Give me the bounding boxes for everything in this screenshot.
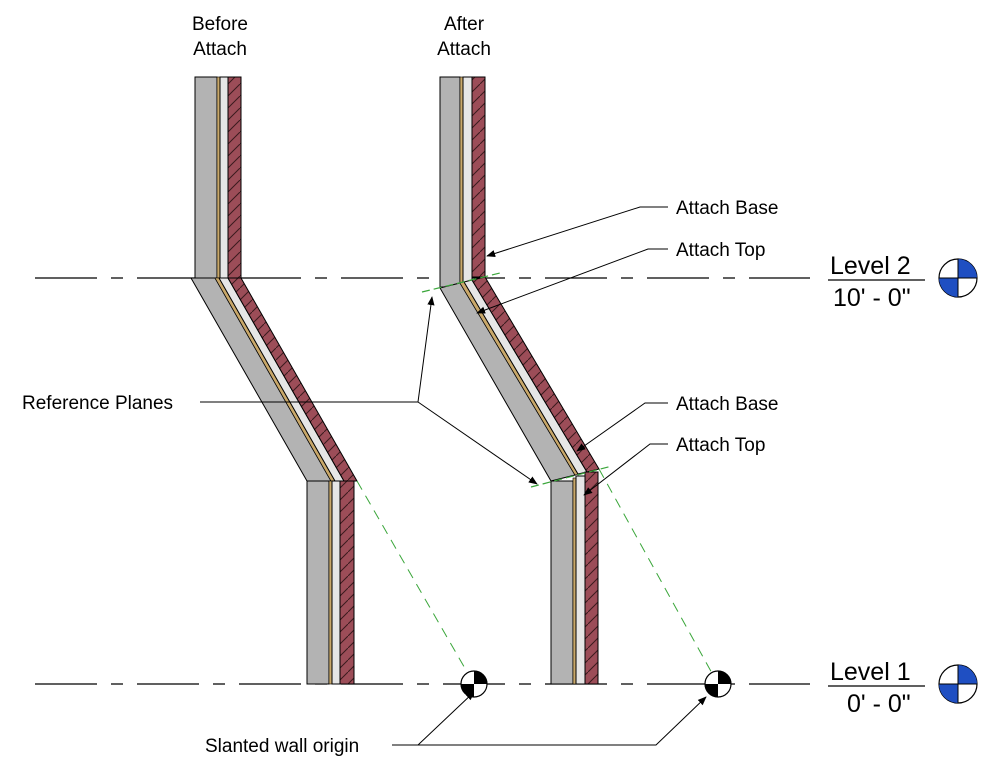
wall-before-slanted-segment xyxy=(190,277,358,482)
level-head-icon xyxy=(938,664,978,704)
level-1-name: Level 1 xyxy=(830,658,911,686)
wall-after-lower-segment xyxy=(550,471,599,685)
wall-after-attach xyxy=(421,76,719,685)
level-2-head: Level 2 10' - 0" xyxy=(828,252,978,312)
level-1-elevation: 0' - 0" xyxy=(847,690,911,718)
level-2-elevation: 10' - 0" xyxy=(833,284,911,312)
heading-after-line2: Attach xyxy=(437,39,491,60)
callout-attach-top-upper: Attach Top xyxy=(676,240,765,261)
wall-before-attach xyxy=(190,76,475,685)
heading-after-line1: After xyxy=(444,14,485,35)
origin-point-icon xyxy=(460,670,488,698)
callout-leaders xyxy=(200,206,707,746)
wall-before-lower-segment xyxy=(306,480,355,685)
reference-plane-lower xyxy=(530,465,613,488)
callout-attach-base-lower: Attach Base xyxy=(676,394,778,415)
wall-after-upper-segment xyxy=(439,76,486,288)
origin-point-icon xyxy=(704,670,732,698)
reference-plane-upper xyxy=(421,272,501,293)
heading-before-line1: Before xyxy=(192,14,248,35)
wall-before-upper-segment xyxy=(194,76,242,279)
reference-plane-after-extension xyxy=(598,468,719,685)
level-head-icon xyxy=(938,258,978,298)
level-2-name: Level 2 xyxy=(830,252,911,280)
reference-plane-before xyxy=(356,480,475,685)
callout-slanted-wall-origin: Slanted wall origin xyxy=(205,736,359,757)
level-1-head: Level 1 0' - 0" xyxy=(828,658,978,718)
callout-reference-planes: Reference Planes xyxy=(22,393,173,414)
callout-attach-top-lower: Attach Top xyxy=(676,435,765,456)
wall-after-slanted-segment xyxy=(439,276,600,482)
callout-attach-base-upper: Attach Base xyxy=(676,198,778,219)
heading-before-line2: Attach xyxy=(193,39,247,60)
